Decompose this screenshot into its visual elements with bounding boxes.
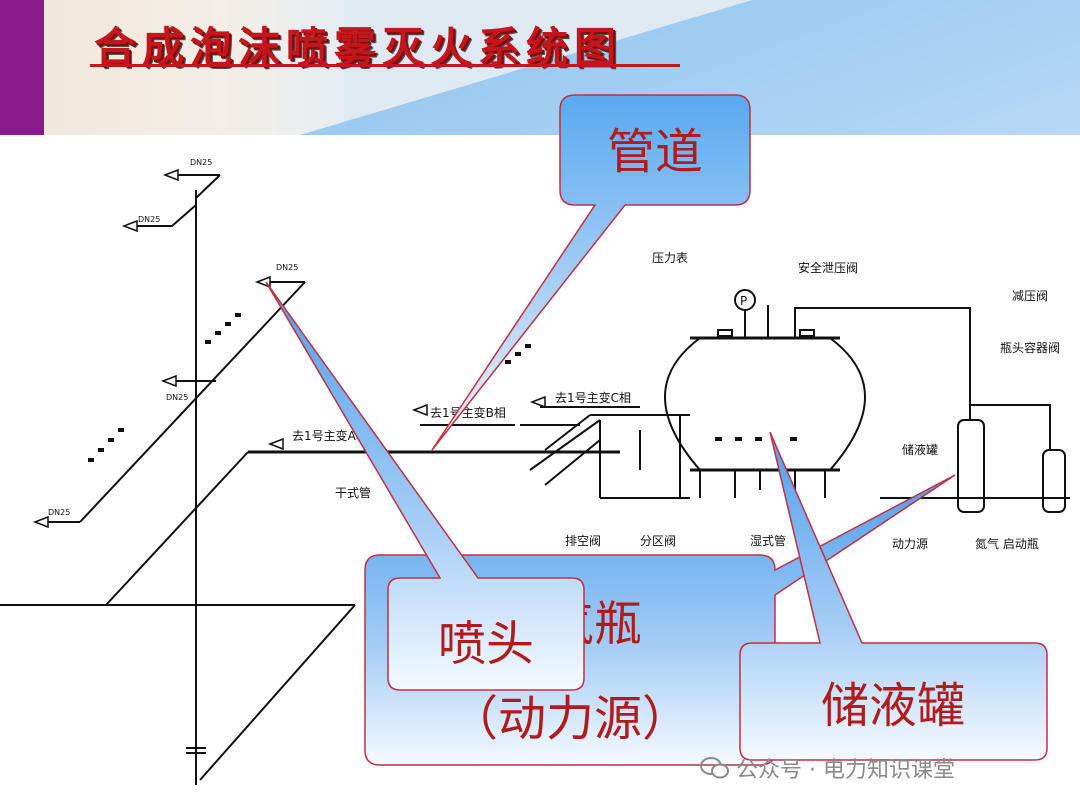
gauge-symbol: P (740, 294, 747, 308)
purple-accent-bar (0, 0, 44, 135)
pipe-network (0, 174, 1070, 785)
slide-title: 合成泡沫喷雾灭火系统图 (94, 23, 623, 72)
label-to-phase-c: 去1号主变C相 (555, 390, 631, 405)
watermark: 公众号 · 电力知识课堂 (700, 752, 955, 784)
watermark-text: 公众号 · 电力知识课堂 (736, 758, 955, 783)
callout-nozzle-text: 喷头 (438, 616, 534, 672)
slide-header: 合成泡沫喷雾灭火系统图 (0, 0, 1080, 135)
dn-label-1: DN25 (190, 158, 212, 167)
callout-pipe-text: 管道 (607, 124, 703, 180)
label-dry-pipe: 干式管 (335, 485, 371, 500)
callout-tank-text: 储液罐 (821, 678, 965, 734)
label-to-phase-a: 去1号主变A相 (292, 428, 368, 443)
label-bottle-valve: 瓶头容器阀 (1000, 340, 1060, 355)
label-drain-valve: 排空阀 (565, 534, 601, 548)
dn-label-3: DN25 (276, 263, 298, 272)
label-zone-valve: 分区阀 (640, 534, 676, 548)
callout-pipe: 管道 (431, 94, 751, 451)
wechat-icon (700, 757, 729, 779)
title-underline (90, 64, 680, 67)
nozzle-dots (88, 313, 797, 462)
label-pressure-gauge: 压力表 (652, 251, 688, 265)
callout-nozzle: 喷头 (265, 281, 585, 691)
dn-label-2: DN25 (138, 215, 160, 224)
floral-background (44, 0, 344, 135)
label-pressure-relief: 减压阀 (1012, 289, 1048, 303)
label-safety-valve: 安全泄压阀 (798, 260, 858, 275)
dn-label-4: DN25 (166, 393, 188, 402)
label-tank: 储液罐 (902, 442, 938, 457)
label-start-bottle: 氮气 启动瓶 (975, 536, 1039, 551)
callout-gas-bottle-line2: （动力源） (450, 691, 690, 747)
callout-tank: 储液罐 (739, 431, 1048, 761)
label-wet-pipe: 湿式管 (750, 533, 786, 548)
label-power-source: 动力源 (892, 537, 928, 551)
arrow-heads (32, 168, 546, 529)
label-to-phase-b: 去1号主变B相 (430, 405, 506, 420)
dn-label-5: DN25 (48, 508, 70, 517)
